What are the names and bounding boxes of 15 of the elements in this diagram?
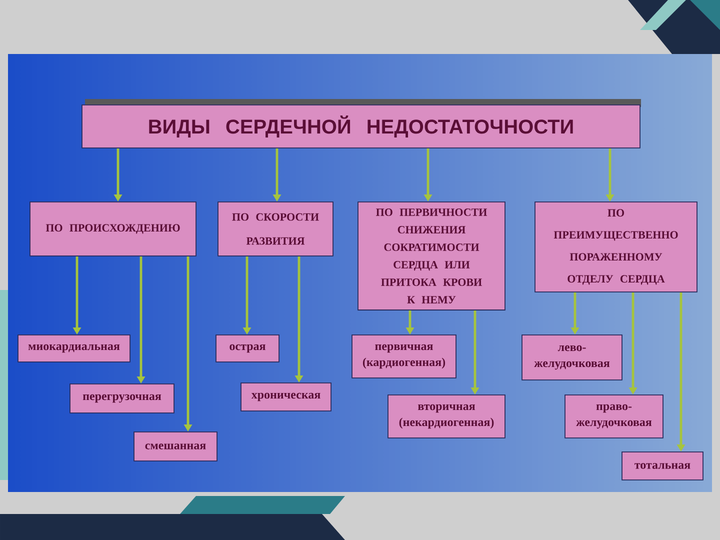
type-box: вторичная (некардиогенная) xyxy=(388,394,506,438)
type-box: хроническая xyxy=(240,382,332,412)
category-box: ПО ПРОИСХОЖДЕНИЮ xyxy=(30,202,196,256)
type-box: тотальная xyxy=(622,452,704,480)
category-box: ПО ПРЕИМУЩЕСТВЕННО ПОРАЖЕННОМУ ОТДЕЛУ СЕРДЦА xyxy=(534,202,698,292)
title-box: ВИДЫ СЕРДЕЧНОЙ НЕДОСТАТОЧНОСТИ xyxy=(82,104,640,148)
type-box: острая xyxy=(216,334,280,362)
category-box: ПО ПЕРВИЧНОСТИ СНИЖЕНИЯ СОКРАТИМОСТИ СЕРДЦА ИЛИ ПРИТОКА КРОВИ К НЕМУ xyxy=(358,202,506,310)
category-box: ПО СКОРОСТИ РАЗВИТИЯ xyxy=(218,202,334,256)
type-box: перегрузочная xyxy=(70,384,174,414)
type-box: миокардиальная xyxy=(18,334,130,362)
type-box: лево- желудочковая xyxy=(522,334,622,380)
type-box: смешанная xyxy=(134,432,218,462)
type-box: право- желудочковая xyxy=(564,394,664,438)
type-box: первичная (кардиогенная) xyxy=(352,334,456,378)
